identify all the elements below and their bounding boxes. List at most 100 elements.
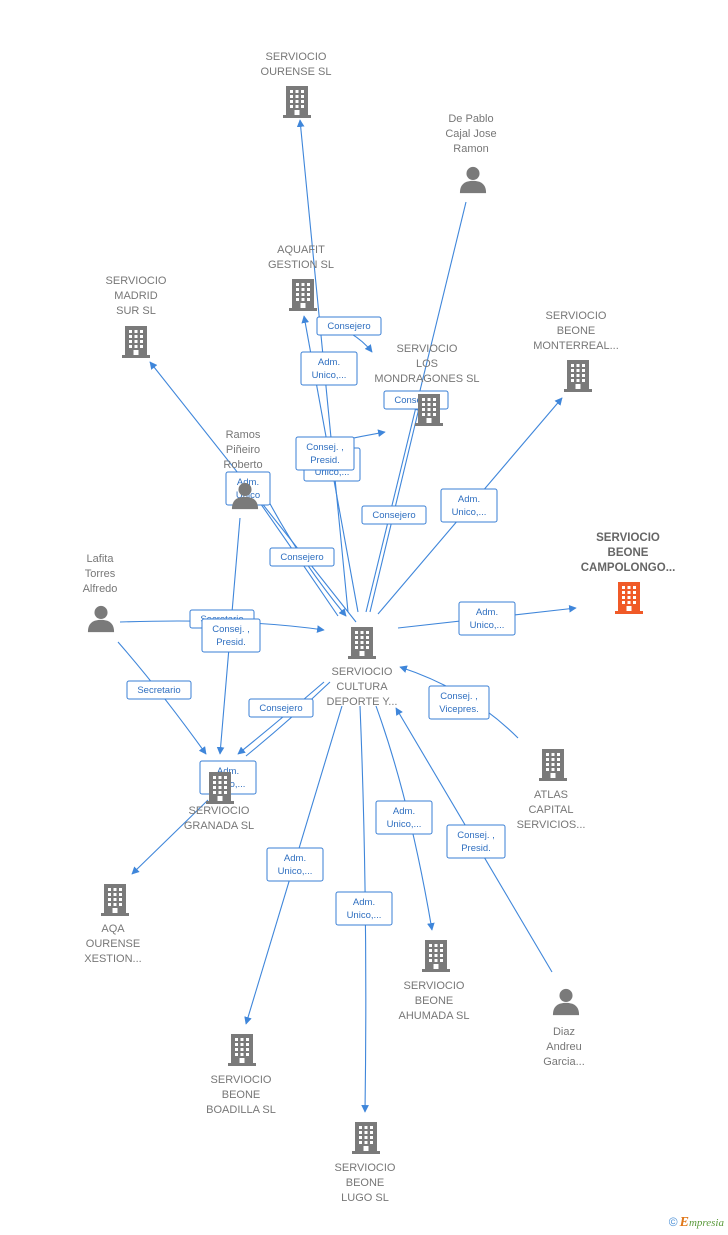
node-label-line: SERVIOCIO [332, 666, 393, 678]
relation-label-line: Unico,... [278, 866, 313, 877]
relation-label[interactable]: Adm. Unico,... [335, 891, 393, 926]
relation-label-line: Adm. [458, 494, 480, 505]
node-depablo[interactable]: De Pablo Cajal Jose Ramon [445, 113, 497, 194]
node-label-line: De Pablo [448, 113, 493, 125]
copyright-icon: © [668, 1215, 678, 1229]
relation-label-line: Consej. , [440, 691, 478, 702]
node-campolongo[interactable]: SERVIOCIO BEONE CAMPOLONGO... [581, 532, 676, 614]
node-label-line: GRANADA SL [184, 820, 254, 832]
relation-label[interactable]: Adm. Unico,... [375, 800, 433, 835]
relation-label-line: Secretario [137, 685, 180, 696]
node-label-line: CAMPOLONGO... [581, 562, 676, 574]
building-icon [122, 326, 150, 358]
brand-name: mpresia [688, 1217, 724, 1229]
building-icon [564, 360, 592, 392]
person-icon [552, 988, 580, 1016]
brand-logo: ©Empresia [669, 1215, 724, 1231]
relation-label[interactable]: Adm. Unico,... [300, 351, 358, 386]
relation-label-line: Consejero [259, 703, 302, 714]
node-atlas[interactable]: ATLAS CAPITAL SERVICIOS... [517, 749, 586, 831]
node-label-line: BOADILLA SL [206, 1104, 276, 1116]
node-label-line: Piñeiro [226, 444, 260, 456]
relation-label-line: Unico,... [452, 507, 487, 518]
relation-label-line: Adm. [217, 766, 239, 777]
node-monterreal[interactable]: SERVIOCIO BEONE MONTERREAL... [533, 310, 619, 392]
node-label-line: Torres [85, 568, 116, 580]
relation-label-line: Adm. [353, 897, 375, 908]
node-label-line: SERVICIOS... [517, 819, 586, 831]
relation-label[interactable]: Consej. , Vicepres. [428, 685, 490, 720]
node-madrid[interactable]: SERVIOCIO MADRID SUR SL [106, 275, 167, 358]
node-ourense[interactable]: SERVIOCIO OURENSE SL [261, 51, 332, 118]
building-icon [289, 279, 317, 311]
relation-label[interactable]: Consej. , Presid. [295, 436, 355, 471]
node-lugo[interactable]: SERVIOCIO BEONE LUGO SL [335, 1122, 396, 1204]
node-label-line: BEONE [557, 325, 596, 337]
relation-label[interactable]: Consej. , Presid. [201, 618, 261, 653]
building-icon [101, 884, 129, 916]
node-label-line: CAPITAL [528, 804, 573, 816]
node-label-line: Alfredo [83, 583, 118, 595]
relation-label-line: Consejero [327, 321, 370, 332]
relation-label-line: Unico,... [347, 910, 382, 921]
node-label-line: MONDRAGONES SL [374, 373, 479, 385]
node-mondragones[interactable]: SERVIOCIO LOS MONDRAGONES SL [374, 343, 480, 426]
node-label-line: Roberto [223, 459, 262, 471]
node-label-line: ATLAS [534, 789, 568, 801]
relation-label-line: Adm. [284, 853, 306, 864]
node-label-line: Ramon [453, 143, 488, 155]
node-label-line: Garcia... [543, 1056, 585, 1068]
relation-label-line: Adm. [393, 806, 415, 817]
nodes: SERVIOCIO CULTURA DEPORTE Y... SERVIOCIO… [83, 51, 676, 1204]
node-label-line: LUGO SL [341, 1192, 389, 1204]
node-lafita[interactable]: Lafita Torres Alfredo [83, 553, 118, 633]
node-aquafit[interactable]: AQUAFIT GESTION SL [268, 244, 334, 311]
building-icon [352, 1122, 380, 1154]
node-label-line: MONTERREAL... [533, 340, 619, 352]
person-icon [459, 166, 487, 194]
edge [131, 799, 209, 875]
relation-label[interactable]: Adm. Unico,... [458, 601, 516, 636]
node-label-line: BEONE [608, 547, 649, 559]
relation-label-line: Presid. [461, 843, 491, 854]
relation-label[interactable]: Consejero [269, 547, 335, 567]
node-label-line: BEONE [222, 1089, 261, 1101]
relation-label[interactable]: Consejero [361, 505, 427, 525]
relation-label-line: Presid. [216, 637, 246, 648]
node-label-line: SERVIOCIO [266, 51, 327, 63]
node-label-line: SERVIOCIO [211, 1074, 272, 1086]
node-label-line: BEONE [415, 995, 454, 1007]
node-center[interactable]: SERVIOCIO CULTURA DEPORTE Y... [327, 627, 398, 708]
node-ahumada[interactable]: SERVIOCIO BEONE AHUMADA SL [399, 940, 470, 1022]
node-label-line: SERVIOCIO [546, 310, 607, 322]
node-diaz[interactable]: Diaz Andreu Garcia... [543, 988, 585, 1068]
node-label-line: GESTION SL [268, 259, 334, 271]
relation-label-line: Consej. , [306, 442, 344, 453]
relation-label[interactable]: Consej. , Presid. [446, 824, 506, 859]
node-granada[interactable]: SERVIOCIO GRANADA SL [184, 772, 254, 832]
node-aqa[interactable]: AQA OURENSE XESTION... [84, 884, 142, 965]
node-label-line: OURENSE [86, 938, 140, 950]
person-icon [87, 605, 115, 633]
relation-label[interactable]: Adm. Unico,... [266, 847, 324, 882]
relation-label-line: Presid. [310, 455, 340, 466]
node-label-line: Lafita [87, 553, 115, 565]
node-boadilla[interactable]: SERVIOCIO BEONE BOADILLA SL [206, 1034, 276, 1116]
relation-label[interactable]: Consejero [248, 698, 314, 718]
relation-label-line: Consejero [280, 552, 323, 563]
node-label-line: SERVIOCIO [404, 980, 465, 992]
relation-label[interactable]: Consejero [316, 316, 382, 336]
relation-label[interactable]: Secretario [126, 680, 192, 700]
edge [245, 681, 331, 757]
relation-label-line: Adm. [237, 477, 259, 488]
relation-label-line: Unico [236, 490, 260, 501]
node-ramos[interactable]: Ramos Piñeiro Roberto [223, 429, 263, 510]
relation-label[interactable]: Adm. Unico,... [440, 488, 498, 523]
node-label-line: MADRID [114, 290, 157, 302]
relation-label-line: Consej. , [457, 830, 495, 841]
building-icon [615, 582, 643, 614]
building-icon [415, 394, 443, 426]
node-label-line: Diaz [553, 1026, 575, 1038]
relation-label-line: Consejero [372, 510, 415, 521]
node-label-line: BEONE [346, 1177, 385, 1189]
